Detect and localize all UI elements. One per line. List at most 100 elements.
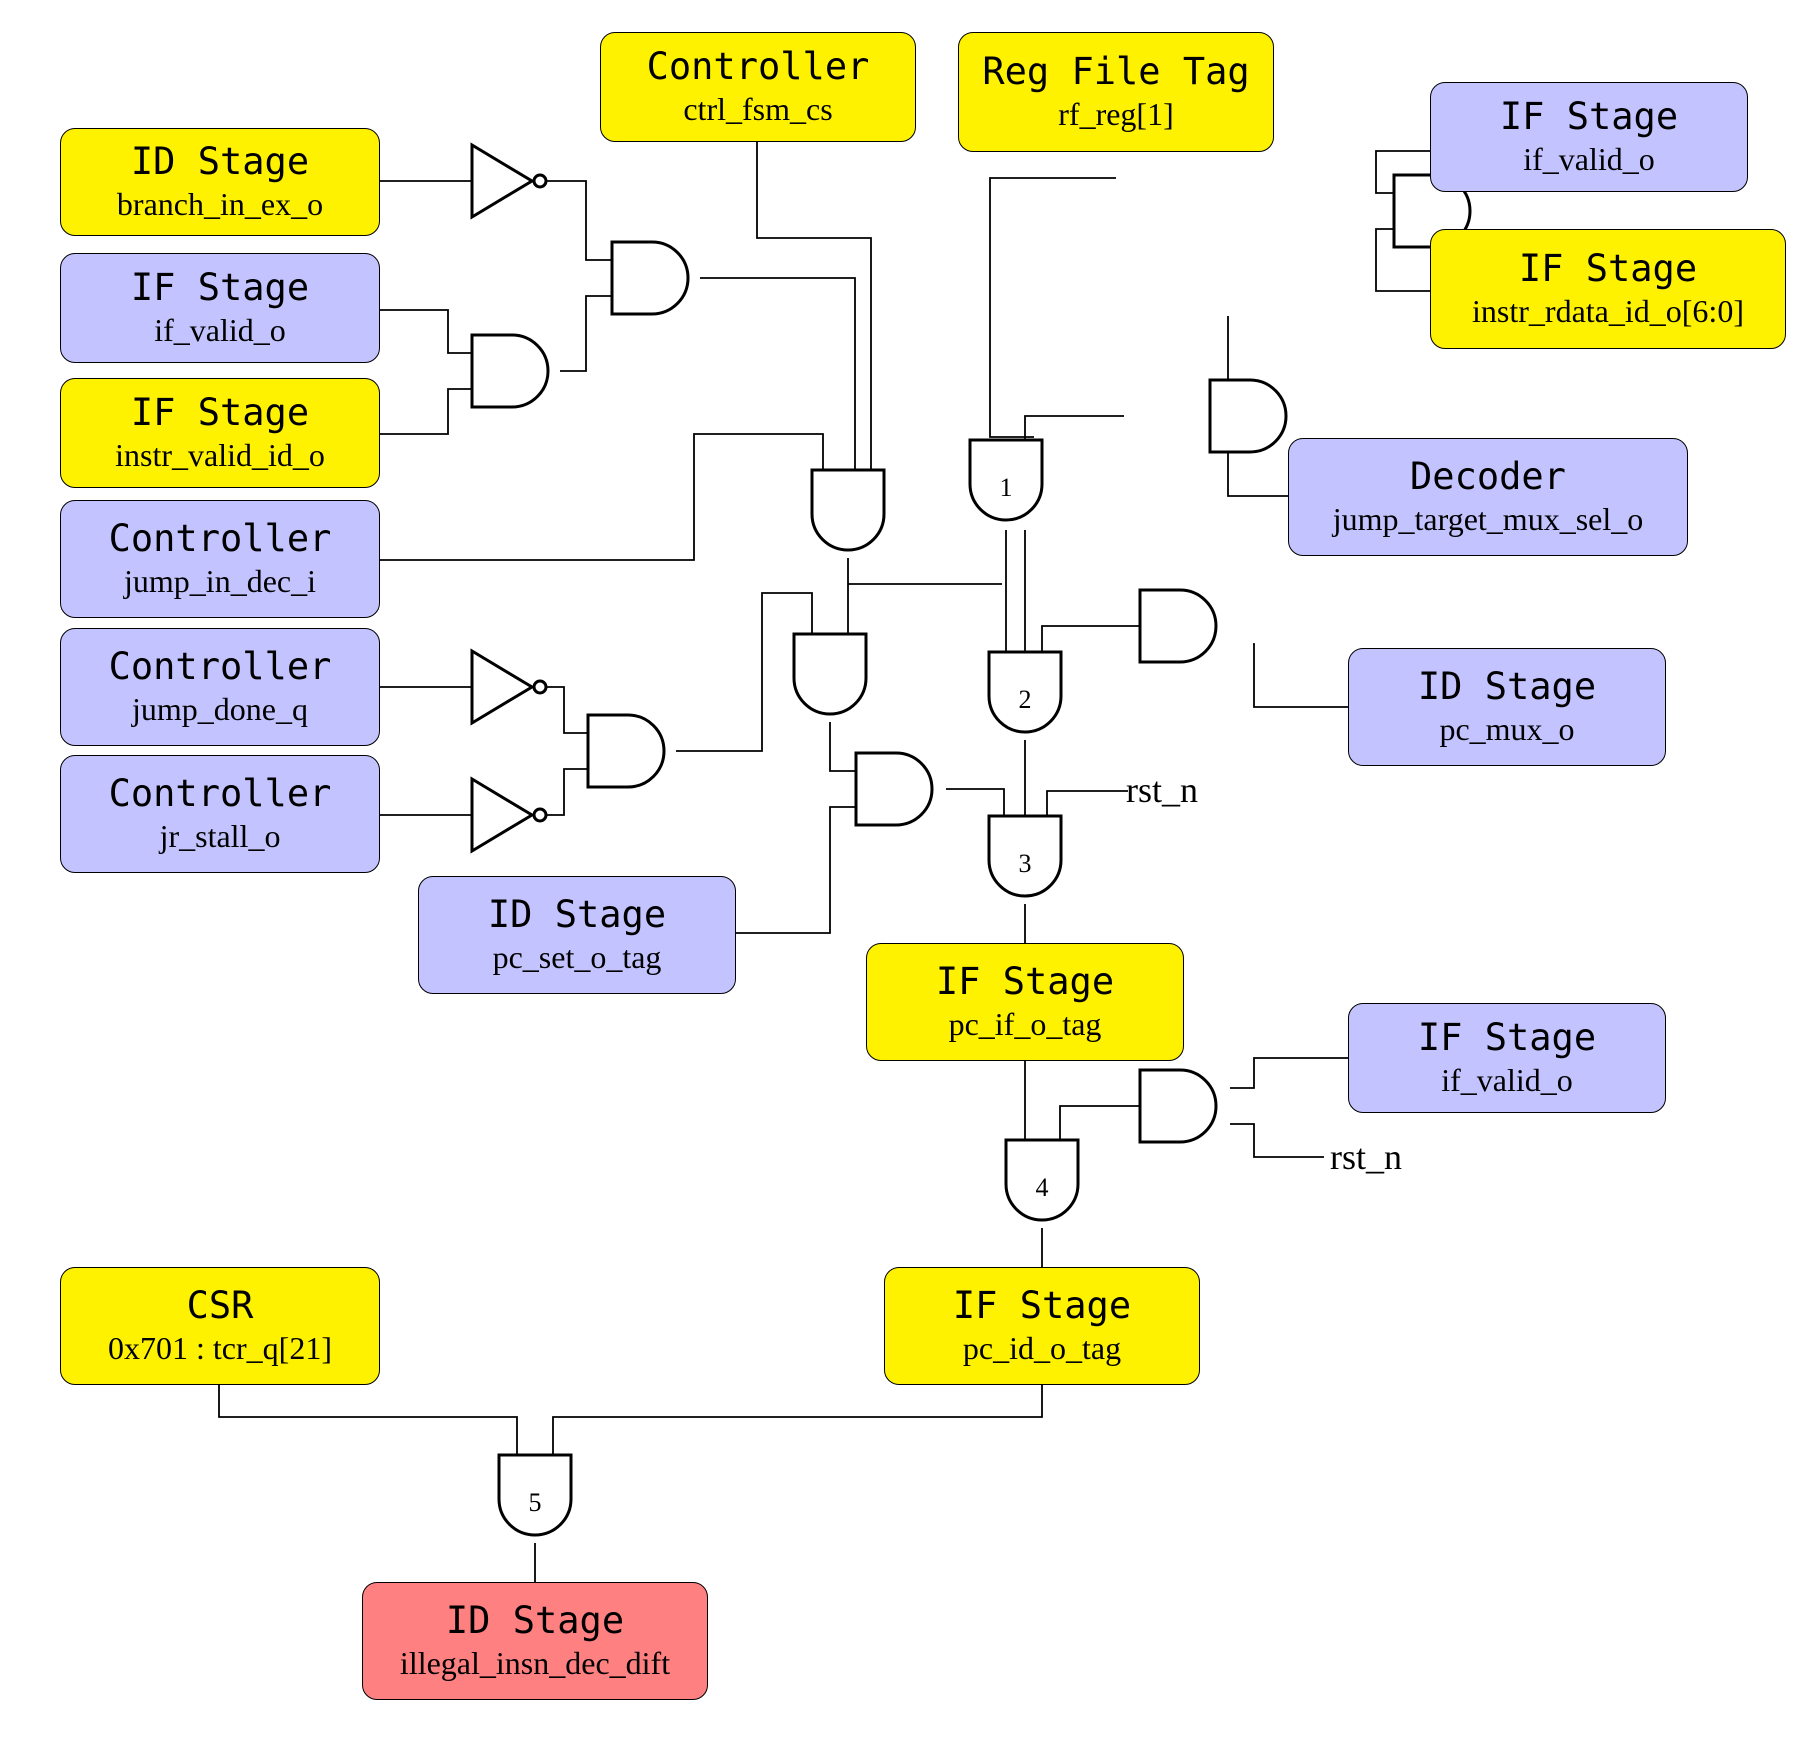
block-signal: illegal_insn_dec_dift — [399, 1645, 671, 1681]
decoder-jump-target-mux-sel-o-block: Decoder jump_target_mux_sel_o — [1288, 438, 1688, 556]
and-gate — [610, 240, 690, 316]
block-signal: instr_valid_id_o — [115, 437, 325, 473]
if-stage-pc-if-o-tag-block: IF Stage pc_if_o_tag — [866, 943, 1184, 1061]
gate-2-number: 2 — [1019, 685, 1032, 714]
controller-jr-stall-o-block: Controller jr_stall_o — [60, 755, 380, 873]
gate-4: 4 — [1004, 1138, 1080, 1222]
and-gate — [586, 713, 666, 789]
wire — [1375, 150, 1430, 194]
wire — [756, 142, 872, 470]
wire — [546, 768, 588, 816]
not-bubble — [532, 679, 548, 695]
not-bubble — [532, 807, 548, 823]
and-gate — [792, 632, 868, 716]
gate-4-number: 4 — [1036, 1173, 1049, 1202]
wire — [380, 388, 472, 435]
block-module: Controller — [108, 517, 332, 560]
block-signal: 0x701 : tcr_q[21] — [108, 1330, 332, 1366]
wire — [546, 686, 588, 734]
controller-jump-done-q-block: Controller jump_done_q — [60, 628, 380, 746]
wire — [700, 277, 856, 470]
block-signal: pc_mux_o — [1439, 711, 1575, 747]
block-signal: if_valid_o — [1523, 141, 1655, 177]
wire — [1375, 228, 1430, 292]
wire — [218, 1385, 518, 1455]
block-module: ID Stage — [487, 893, 667, 936]
block-module: IF Stage — [1499, 95, 1679, 138]
wire — [1253, 643, 1348, 708]
block-module: Controller — [108, 645, 332, 688]
block-module: Controller — [646, 45, 870, 88]
controller-ctrl-fsm-cs-block: Controller ctrl_fsm_cs — [600, 32, 916, 142]
and-gate — [854, 751, 934, 827]
wire — [380, 433, 824, 561]
and-gate — [810, 468, 886, 552]
id-stage-pc-set-o-tag-block: ID Stage pc_set_o_tag — [418, 876, 736, 994]
id-stage-pc-mux-o-block: ID Stage pc_mux_o — [1348, 648, 1666, 766]
wire — [546, 180, 612, 261]
not-gate — [470, 777, 534, 853]
block-signal: jump_in_dec_i — [124, 563, 316, 599]
block-signal: rf_reg[1] — [1058, 96, 1174, 132]
wire — [989, 177, 1116, 438]
wire — [736, 806, 856, 934]
block-module: CSR — [186, 1284, 254, 1327]
gate-5: 5 — [497, 1453, 573, 1537]
wire — [946, 788, 1005, 816]
not-gate — [470, 143, 534, 219]
block-module: Reg File Tag — [982, 50, 1250, 93]
not-bubble — [532, 173, 548, 189]
gates: 1 2 3 4 5 — [470, 143, 1472, 1537]
block-signal: jump_target_mux_sel_o — [1332, 501, 1644, 537]
block-signal: branch_in_ex_o — [116, 186, 324, 222]
gate-3: 3 — [987, 814, 1063, 898]
block-module: Controller — [108, 772, 332, 815]
wire — [1024, 415, 1124, 440]
gate-1-number: 1 — [1000, 473, 1013, 502]
block-module: Decoder — [1410, 455, 1566, 498]
and-gate — [1208, 378, 1288, 454]
wire — [829, 722, 856, 772]
wire — [1059, 1105, 1140, 1140]
and-gate — [1138, 1068, 1218, 1144]
block-signal: if_valid_o — [1441, 1062, 1573, 1098]
block-signal: pc_set_o_tag — [492, 939, 662, 975]
block-signal: jr_stall_o — [159, 818, 281, 854]
and-gate — [470, 333, 550, 409]
gate-5-number: 5 — [529, 1488, 542, 1517]
block-module: IF Stage — [1417, 1016, 1597, 1059]
if-stage-if-valid-o-block-right: IF Stage if_valid_o — [1430, 82, 1748, 192]
wire — [1046, 790, 1128, 816]
gate-3-number: 3 — [1019, 849, 1032, 878]
block-module: IF Stage — [935, 960, 1115, 1003]
block-module: ID Stage — [1417, 665, 1597, 708]
reg-file-tag-block: Reg File Tag rf_reg[1] — [958, 32, 1274, 152]
wire — [676, 592, 813, 752]
block-module: ID Stage — [130, 140, 310, 183]
id-stage-branch-in-ex-o-block: ID Stage branch_in_ex_o — [60, 128, 380, 236]
block-signal: jump_done_q — [132, 691, 308, 727]
rst-n-label: rst_n — [1126, 770, 1198, 810]
if-stage-if-valid-o-block-lower: IF Stage if_valid_o — [1348, 1003, 1666, 1113]
wires — [218, 142, 1430, 1582]
block-module: IF Stage — [130, 266, 310, 309]
block-signal: instr_rdata_id_o[6:0] — [1472, 293, 1744, 329]
wire — [380, 309, 472, 354]
block-signal: pc_id_o_tag — [962, 1330, 1122, 1366]
if-stage-if-valid-o-block: IF Stage if_valid_o — [60, 253, 380, 363]
if-stage-instr-valid-id-o-block: IF Stage instr_valid_id_o — [60, 378, 380, 488]
wire — [1230, 1057, 1348, 1089]
block-signal: if_valid_o — [154, 312, 286, 348]
block-module: ID Stage — [445, 1599, 625, 1642]
if-stage-pc-id-o-tag-block: IF Stage pc_id_o_tag — [884, 1267, 1200, 1385]
gate-2: 2 — [987, 650, 1063, 734]
wire — [1041, 625, 1140, 652]
wire — [560, 295, 612, 372]
not-gate — [470, 649, 534, 725]
if-stage-instr-rdata-id-o-block: IF Stage instr_rdata_id_o[6:0] — [1430, 229, 1786, 349]
wire — [1230, 1123, 1324, 1158]
rst-n-label: rst_n — [1330, 1137, 1402, 1177]
block-module: IF Stage — [952, 1284, 1132, 1327]
